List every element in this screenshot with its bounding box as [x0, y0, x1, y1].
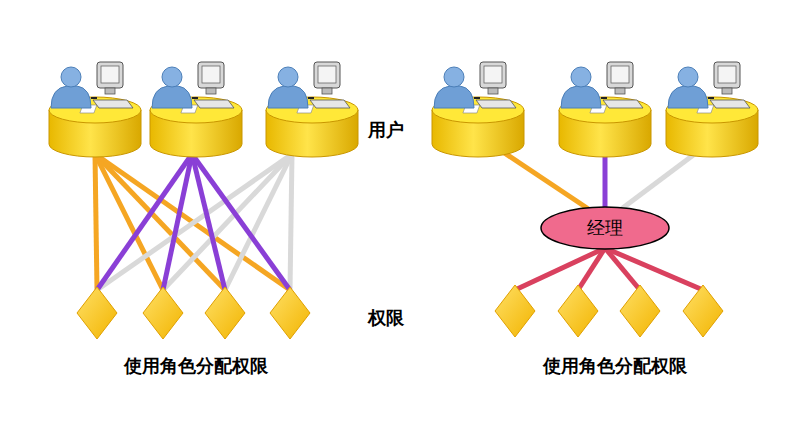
role-name: 经理 — [587, 217, 623, 239]
permission-lines — [95, 154, 292, 290]
role-ellipse: 经理 — [540, 206, 670, 250]
caption-text: 使用角色分配权限 — [543, 355, 687, 377]
row-label: 用户 — [368, 119, 404, 141]
user-icons — [49, 62, 758, 157]
caption-text: 使用角色分配权限 — [124, 355, 268, 377]
permission-diamonds — [77, 285, 723, 339]
row-label: 权限 — [368, 307, 404, 329]
role-lines — [500, 150, 703, 290]
